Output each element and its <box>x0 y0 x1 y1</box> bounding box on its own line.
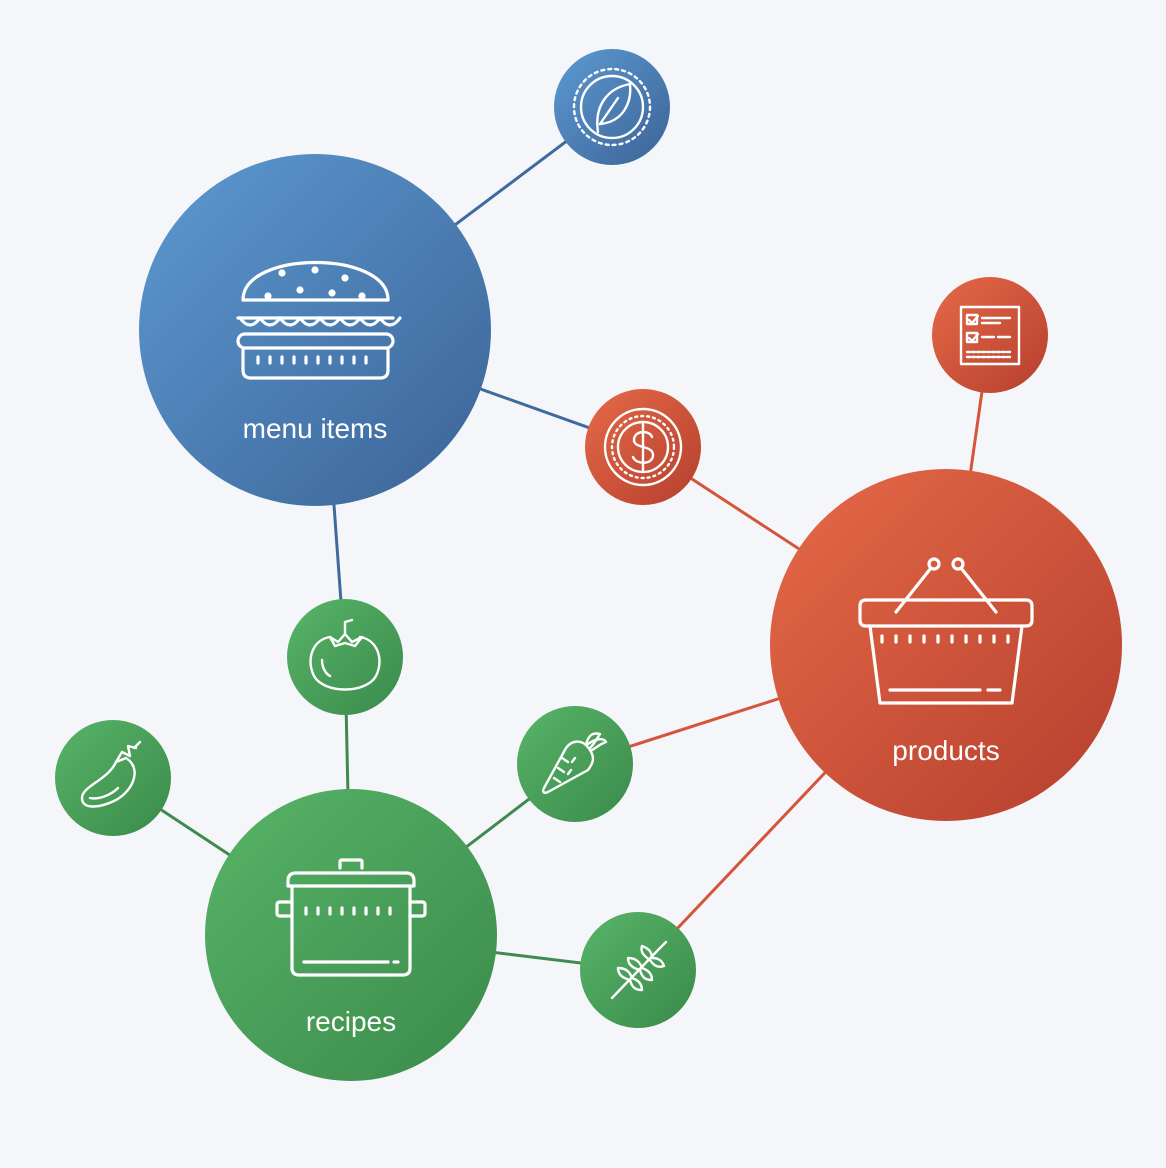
node-label-menu-items: menu items <box>243 413 388 444</box>
tomato-icon <box>309 618 381 691</box>
node-leaf-badge[interactable] <box>554 49 670 165</box>
node-recipes[interactable]: recipes <box>205 789 497 1081</box>
checklist-icon <box>959 305 1021 366</box>
eggplant-icon <box>80 740 142 808</box>
basket-icon <box>858 557 1034 705</box>
node-label-recipes: recipes <box>306 1006 396 1037</box>
node-dollar[interactable] <box>585 389 701 505</box>
carrot-icon <box>542 732 608 794</box>
node-wheat[interactable] <box>580 912 696 1028</box>
node-eggplant[interactable] <box>55 720 171 836</box>
node-checklist[interactable] <box>932 277 1048 393</box>
node-label-products: products <box>892 735 999 766</box>
node-tomato[interactable] <box>287 599 403 715</box>
node-products[interactable]: products <box>770 469 1122 821</box>
leaf-icon <box>572 67 652 147</box>
cooking-pot-icon <box>275 858 427 977</box>
wheat-icon <box>610 940 668 1000</box>
dollar-coin-icon <box>603 407 683 487</box>
hamburger-icon <box>236 260 402 380</box>
node-menu-items[interactable]: menu items <box>139 154 491 506</box>
node-carrot[interactable] <box>517 706 633 822</box>
